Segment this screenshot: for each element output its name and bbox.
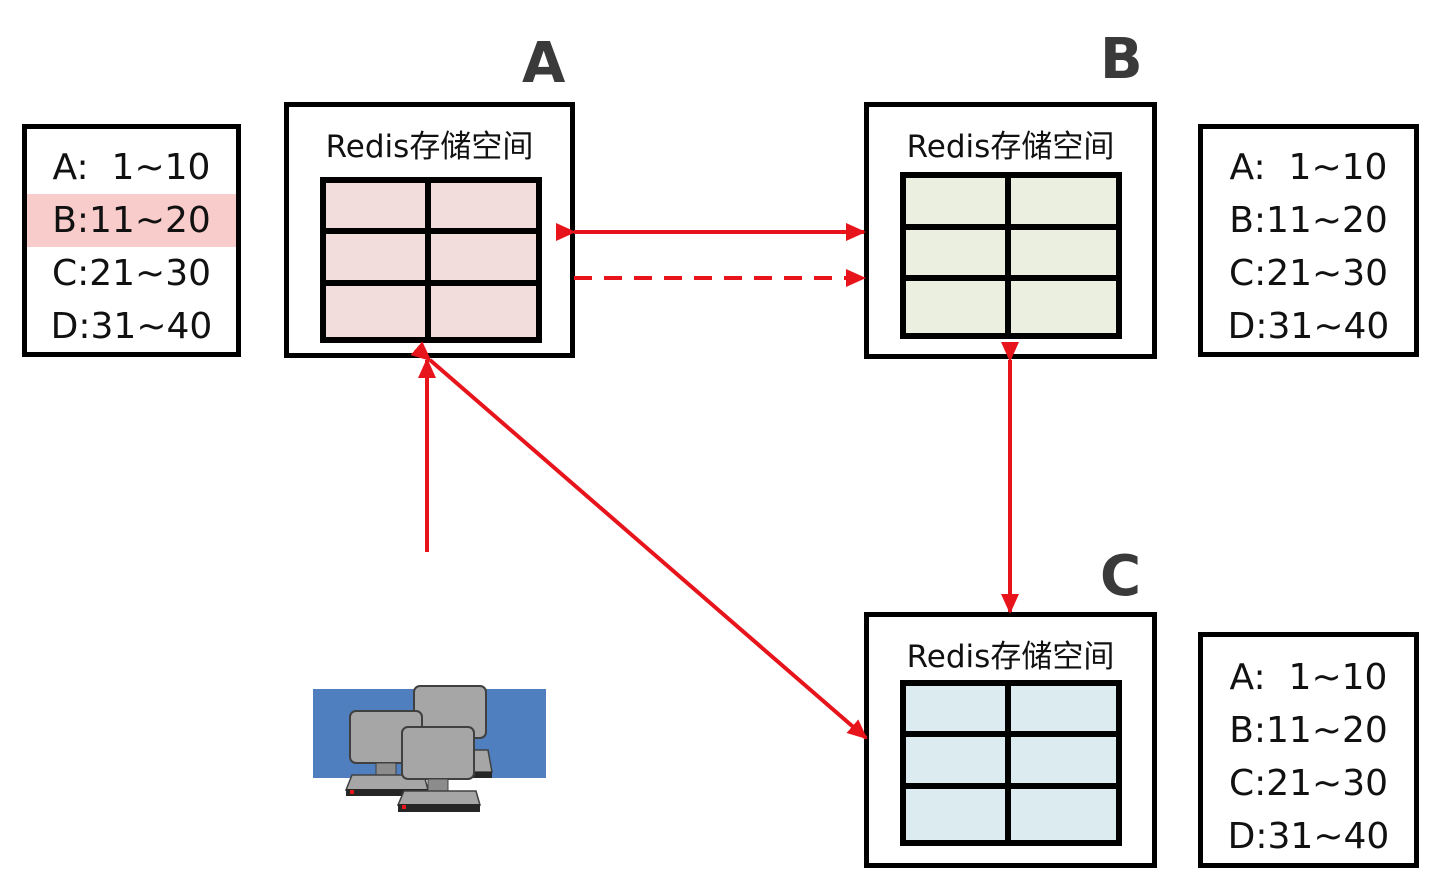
storage-grid-b	[900, 172, 1122, 339]
slot-row: A: 1~10	[1229, 657, 1388, 698]
node-title: Redis存储空间	[906, 129, 1115, 165]
slot-table-b: A: 1~10 B:11~20 C:21~30 D:31~40	[1198, 124, 1419, 357]
slot-row: D:31~40	[1227, 816, 1390, 857]
node-label-b: B	[1100, 27, 1143, 92]
slot-row: C:21~30	[51, 253, 212, 294]
grid-cell	[1011, 737, 1116, 789]
slot-row: C:21~30	[1228, 763, 1389, 804]
node-label-c: C	[1100, 544, 1142, 609]
grid-cell	[906, 178, 1011, 230]
slot-row-highlighted: B:11~20	[27, 194, 236, 247]
redis-node-a: Redis存储空间	[284, 102, 575, 358]
slot-row: B:11~20	[1229, 200, 1388, 241]
grid-cell	[906, 788, 1011, 840]
slot-table-left: A: 1~10 B:11~20 C:21~30 D:31~40	[22, 124, 241, 357]
grid-cell	[431, 183, 536, 235]
storage-grid-a	[320, 177, 542, 343]
grid-cell	[906, 737, 1011, 789]
node-title: Redis存储空间	[906, 639, 1115, 675]
grid-cell	[1011, 686, 1116, 738]
redis-node-b: Redis存储空间	[864, 102, 1157, 359]
slot-row: A: 1~10	[52, 147, 211, 188]
slot-row: C:21~30	[1228, 253, 1389, 294]
grid-cell	[326, 234, 431, 286]
redis-node-c: Redis存储空间	[864, 612, 1157, 868]
grid-cell	[1011, 178, 1116, 230]
storage-grid-c	[900, 680, 1122, 846]
arrow-a-c	[410, 341, 868, 740]
grid-cell	[431, 234, 536, 286]
slot-row: A: 1~10	[1229, 147, 1388, 188]
client-computers-icon	[313, 685, 546, 812]
grid-cell	[1011, 230, 1116, 282]
node-title: Redis存储空间	[325, 129, 534, 165]
grid-cell	[326, 285, 431, 337]
grid-cell	[906, 229, 1011, 282]
slot-row: B:11~20	[1229, 710, 1388, 751]
grid-cell	[326, 183, 431, 235]
slot-row: D:31~40	[1227, 306, 1390, 347]
grid-cell	[906, 686, 1011, 738]
slot-row: D:31~40	[50, 306, 213, 347]
slot-table-c: A: 1~10 B:11~20 C:21~30 D:31~40	[1198, 632, 1419, 868]
grid-cell	[906, 281, 1011, 333]
node-label-a: A	[522, 31, 566, 96]
